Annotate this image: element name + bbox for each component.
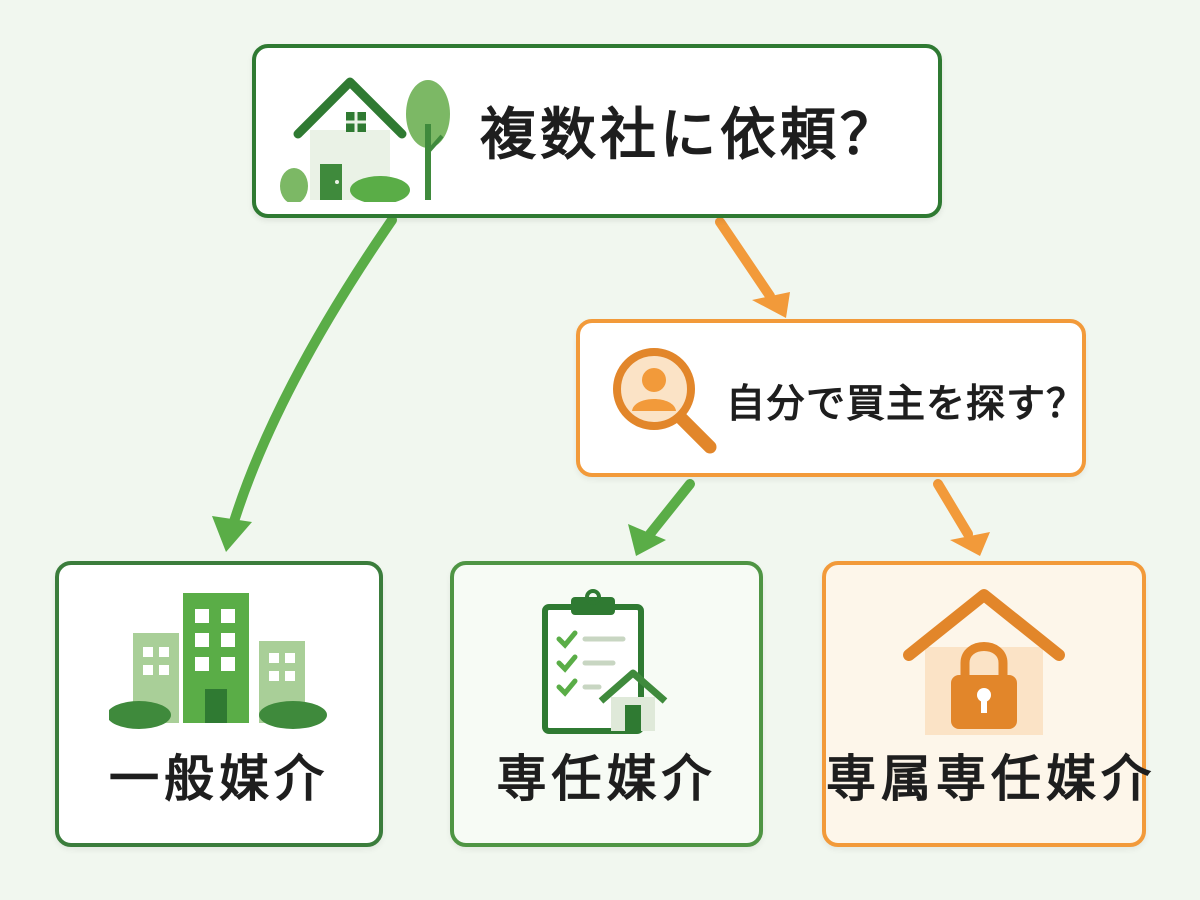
general-mediation-label: 一般媒介 (109, 750, 329, 808)
buildings-icon (109, 593, 327, 729)
arrow-head-general (212, 516, 252, 552)
decision-multiple-companies: 複数社に依頼？ (252, 44, 942, 218)
arrow-head-exclusive (628, 524, 666, 556)
arrow-mid-to-dedicated (933, 479, 973, 539)
exclusive-mediation-label: 専任媒介 (496, 750, 717, 808)
result-exclusive-mediation: 専任媒介 (450, 561, 763, 847)
arrow-mid-to-exclusive (645, 479, 695, 539)
decision-find-buyer-yourself: 自分で買主を探す？ (576, 319, 1086, 477)
mid-question-text: 自分で買主を探す？ (726, 382, 1087, 427)
arrow-top-to-mid (715, 217, 775, 301)
arrow-head-dedicated (950, 532, 990, 556)
result-dedicated-exclusive-mediation: 専属専任媒介 (822, 561, 1156, 847)
clipboard-house-icon (541, 589, 667, 734)
arrow-head-mid (752, 292, 790, 318)
search-person-icon (613, 348, 717, 454)
arrow-top-to-general (227, 215, 397, 533)
locked-house-icon (903, 589, 1065, 735)
dedicated-exclusive-mediation-label: 専属専任媒介 (826, 750, 1156, 808)
result-general-mediation: 一般媒介 (55, 561, 383, 847)
top-question-text: 複数社に依頼？ (480, 103, 900, 168)
house-tree-icon (280, 77, 450, 202)
